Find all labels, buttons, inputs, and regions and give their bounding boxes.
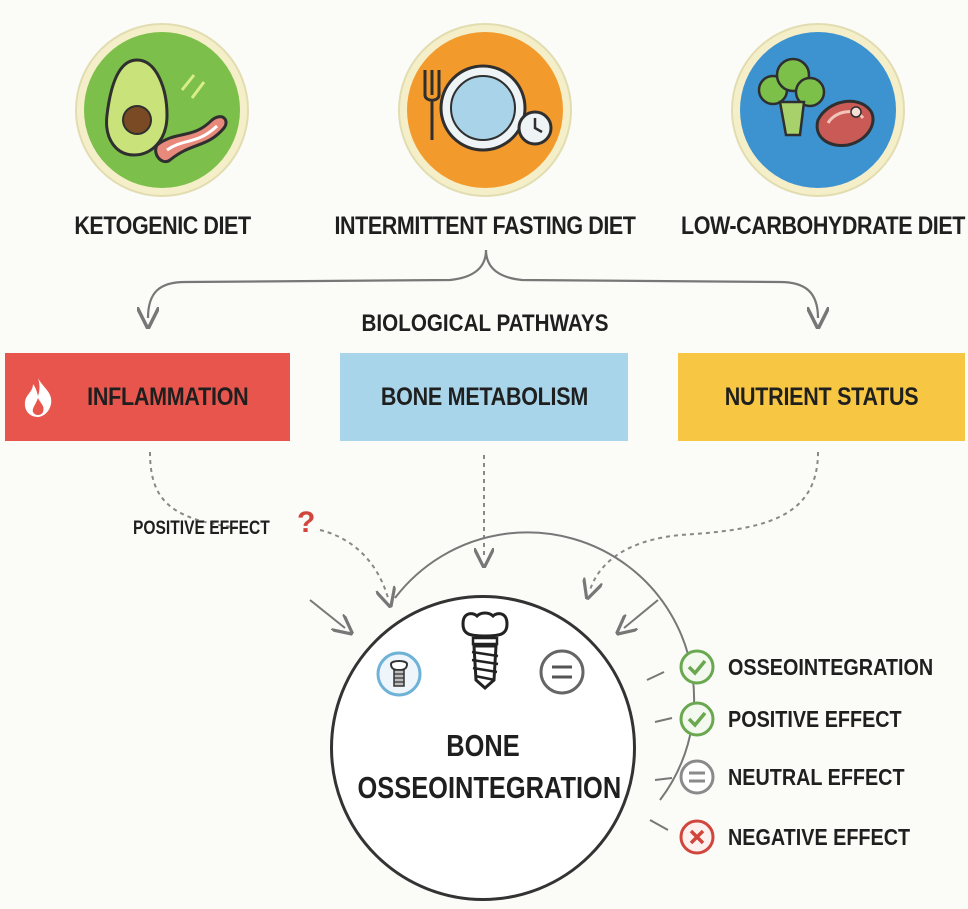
pathway-label-inflammation: INFLAMMATION: [86, 382, 249, 411]
diet-low-carbohydrate: [718, 20, 918, 200]
diet-intermittent-fasting: [385, 20, 585, 200]
legend-label-positive-effect: POSITIVE EFFECT: [728, 705, 902, 732]
brace-connector: [148, 249, 488, 318]
avocado-bacon-icon: [75, 23, 249, 197]
equals-icon: [539, 649, 585, 695]
pathway-bone-metabolism: BONE METABOLISM: [340, 353, 628, 441]
diet-label-low-carbohydrate: LOW-CARBOHYDRATE DIET: [681, 212, 965, 240]
check-icon: [679, 649, 715, 685]
annotation-label: POSITIVE EFFECT: [133, 518, 270, 539]
question-mark-icon: ?: [297, 506, 316, 539]
inflammation-dotted-arrow: [149, 451, 241, 529]
check-icon: [679, 701, 715, 737]
outcome-line-1: BONE: [446, 728, 520, 763]
dental-implant-icon: [461, 611, 509, 690]
broccoli-steak-icon: [731, 23, 905, 197]
pathway-nutrient-status: NUTRIENT STATUS: [678, 353, 965, 441]
diet-label-ketogenic: KETOGENIC DIET: [74, 212, 251, 240]
pathway-inflammation: INFLAMMATION: [5, 353, 290, 441]
plate-fork-clock-icon: [398, 23, 572, 197]
annotation-positive-effect: POSITIVE EFFECT ?: [133, 506, 315, 540]
legend-label-neutral-effect: NEUTRAL EFFECT: [728, 763, 905, 790]
outcome-title: BONE OSSEOINTEGRATION: [330, 725, 636, 809]
legend-label-osseointegration: OSSEOINTEGRATION: [728, 653, 934, 680]
legend-item-osseointegration: OSSEOINTEGRATION: [678, 648, 967, 686]
outcome-line-2: OSSEOINTEGRATION: [357, 770, 622, 805]
legend-item-positive-effect: POSITIVE EFFECT: [678, 700, 930, 738]
implant-small-icon: [376, 651, 422, 697]
pathway-label-nutrient-status: NUTRIENT STATUS: [724, 382, 919, 411]
pathway-label-bone-metabolism: BONE METABOLISM: [380, 382, 588, 411]
right-arrow: [624, 599, 659, 628]
legend-item-negative-effect: NEGATIVE EFFECT: [678, 818, 940, 856]
nutrient-dotted-arrow: [590, 451, 819, 590]
left-arrow: [309, 599, 345, 628]
diet-ketogenic: [62, 20, 262, 200]
legend-item-neutral-effect: NEUTRAL EFFECT: [678, 758, 933, 796]
flame-icon: [24, 378, 52, 417]
cross-icon: [679, 819, 715, 855]
pathways-title: BIOLOGICAL PATHWAYS: [361, 310, 609, 337]
diet-label-intermittent-fasting: INTERMITTENT FASTING DIET: [334, 212, 636, 240]
equals-icon: [679, 759, 715, 795]
legend-label-negative-effect: NEGATIVE EFFECT: [728, 823, 911, 850]
